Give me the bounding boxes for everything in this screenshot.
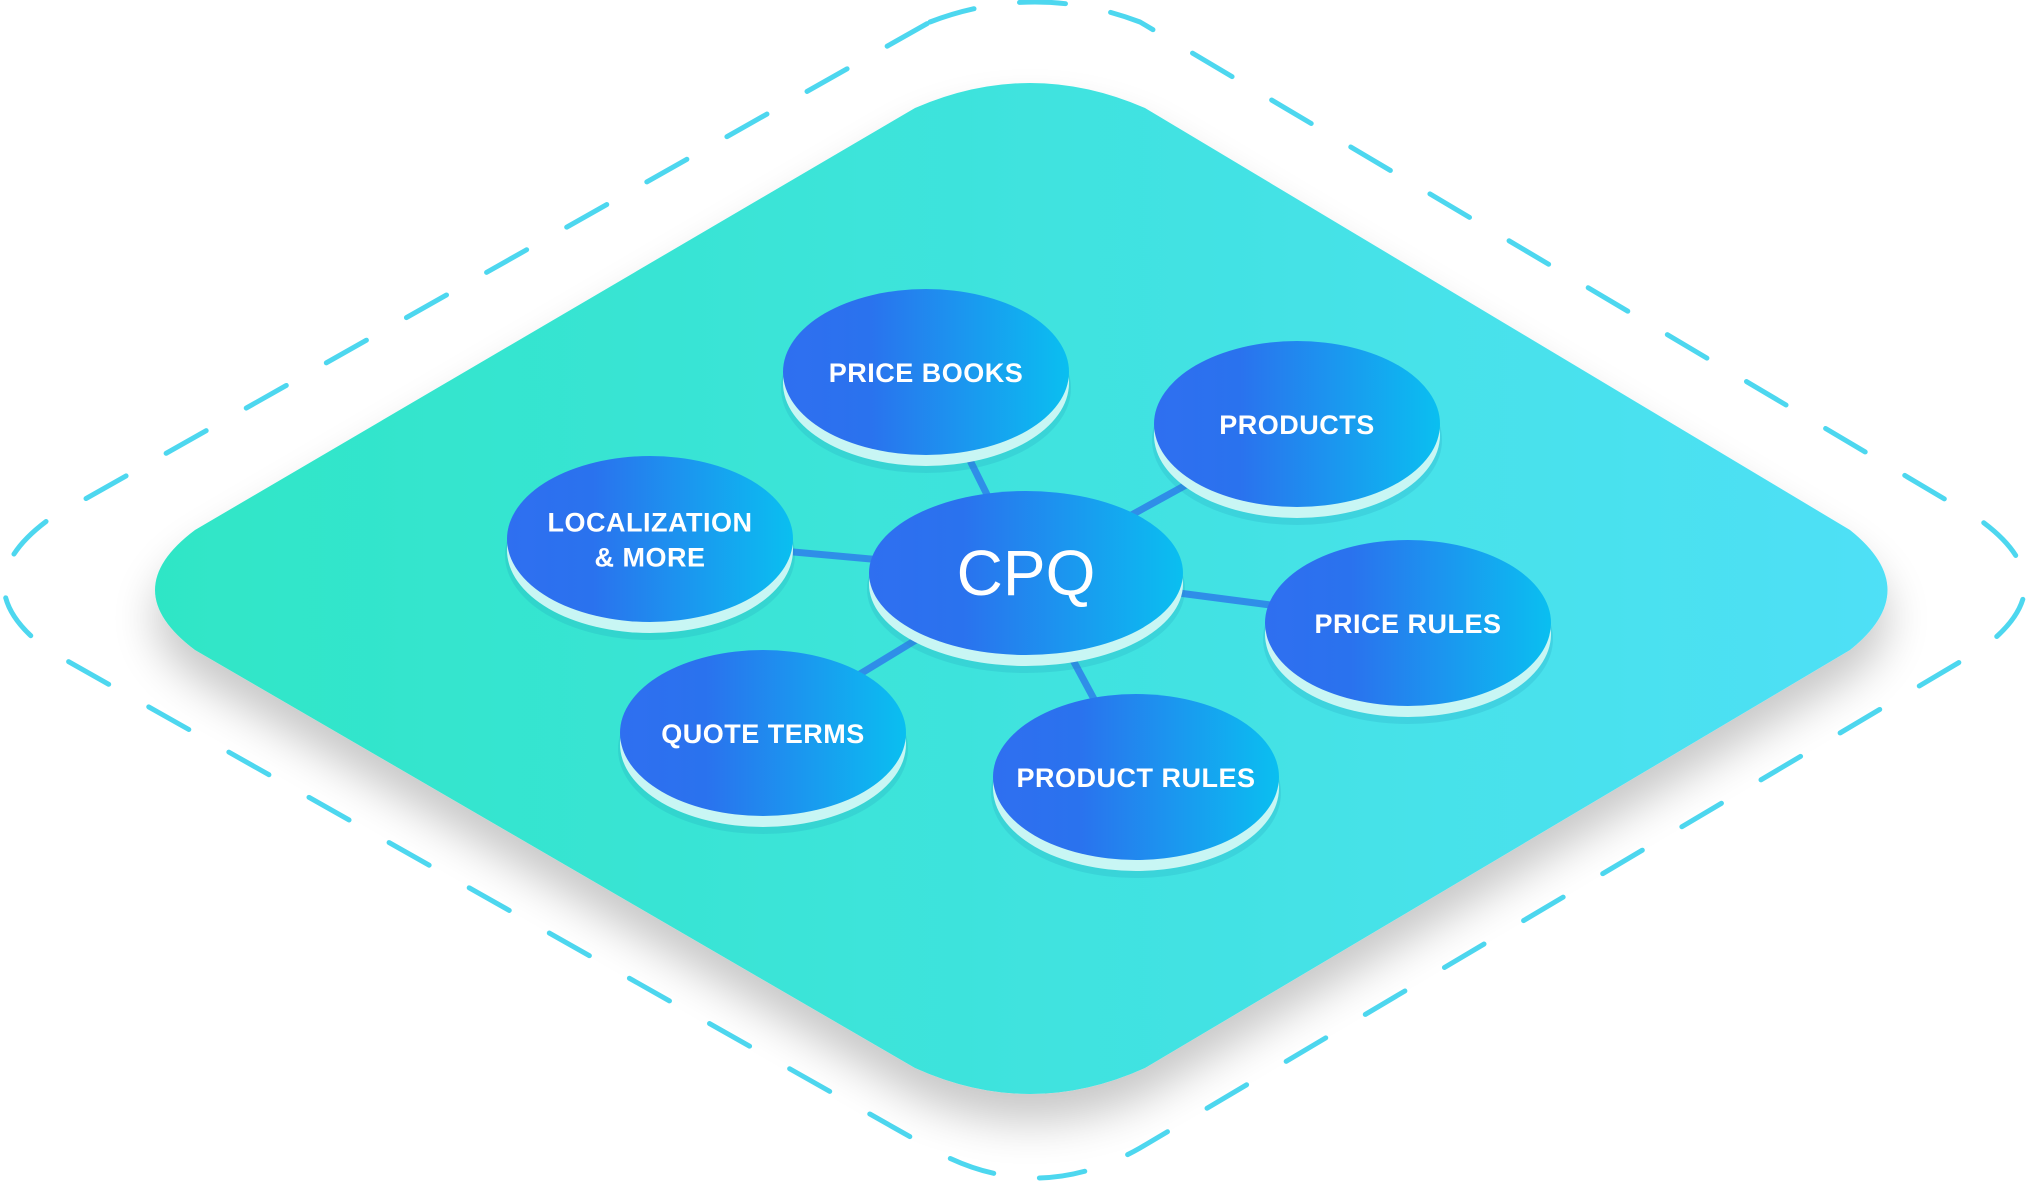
node-label-price-rules: PRICE RULES — [1314, 609, 1501, 639]
node-products-face — [1154, 341, 1440, 507]
center-node-cpq: CPQ — [867, 491, 1185, 673]
center-node-cpq-face — [869, 491, 1183, 655]
node-quote-terms: QUOTE TERMS — [618, 650, 908, 834]
center-label: CPQ — [957, 537, 1096, 609]
node-price-rules: PRICE RULES — [1263, 540, 1553, 724]
node-product-rules-face — [993, 694, 1279, 860]
node-label-price-books: PRICE BOOKS — [829, 358, 1024, 388]
node-price-books: PRICE BOOKS — [781, 289, 1071, 473]
node-label-localization-more-line-1: LOCALIZATION — [548, 508, 753, 538]
node-label-localization-more-line-2: & MORE — [595, 543, 706, 573]
node-label-quote-terms: QUOTE TERMS — [661, 719, 865, 749]
node-localization-more: LOCALIZATION & MORE — [505, 456, 795, 640]
node-localization-more-face — [507, 456, 793, 622]
node-quote-terms-face — [620, 650, 906, 816]
node-price-books-face — [783, 289, 1069, 455]
node-products: PRODUCTS — [1152, 341, 1442, 525]
node-label-products: PRODUCTS — [1219, 410, 1375, 440]
node-price-rules-face — [1265, 540, 1551, 706]
nodes-layer: PRICE BOOKS PRODUCTS LOCALIZATION & MORE PRI… — [505, 289, 1553, 878]
node-product-rules: PRODUCT RULES — [991, 694, 1281, 878]
node-label-product-rules: PRODUCT RULES — [1016, 763, 1255, 793]
